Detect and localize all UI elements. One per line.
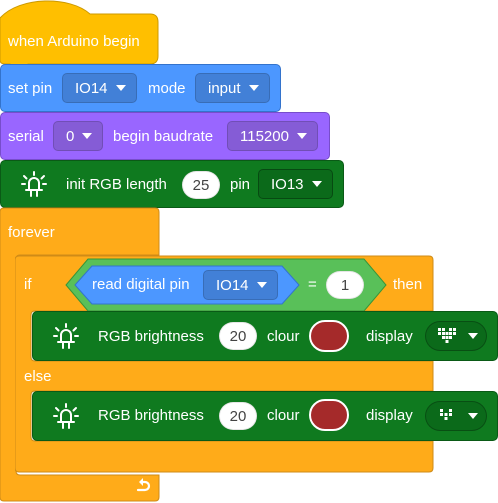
condition-value-input[interactable]: 1: [326, 271, 364, 299]
read-digital-pin-value: IO14: [216, 276, 249, 294]
led-icon: [53, 323, 79, 349]
rgb-then-brightness-input[interactable]: 20: [219, 322, 257, 350]
read-digital-pin-label: read digital pin: [92, 276, 190, 293]
hat-label: when Arduino begin: [8, 33, 140, 50]
serial-baud-value: 115200: [240, 127, 289, 145]
set-pin-mode-dropdown[interactable]: input: [195, 73, 270, 103]
rgb-else-display-label: display: [366, 407, 413, 424]
rgb-else-brightness-input[interactable]: 20: [219, 402, 257, 430]
chevron-down-icon: [311, 181, 322, 187]
led-icon: [21, 171, 47, 197]
rgb-else-label: RGB brightness: [98, 407, 204, 424]
else-label: else: [24, 368, 52, 385]
rgb-then-colour-label: clour: [267, 328, 300, 345]
chevron-down-icon: [115, 85, 126, 91]
set-pin-mode-value: input: [208, 79, 241, 97]
serial-baud-label: begin baudrate: [113, 128, 214, 145]
chevron-down-icon: [468, 413, 478, 419]
loop-arrow-icon: [136, 478, 151, 492]
serial-label: serial: [8, 128, 44, 145]
set-pin-pin-dropdown[interactable]: IO14: [62, 73, 137, 103]
read-digital-pin-dropdown[interactable]: IO14: [203, 270, 278, 300]
when-arduino-begin-hat-shape[interactable]: [0, 0, 160, 68]
rgb-then-pattern-dropdown[interactable]: [425, 321, 487, 351]
forever-label: forever: [8, 224, 55, 241]
set-pin-pin-value: IO14: [75, 79, 108, 97]
small-heart-pattern-icon: [440, 409, 452, 420]
rgb-then-display-label: display: [366, 328, 413, 345]
rgb-brightness-block-then[interactable]: [32, 311, 498, 361]
rgb-then-colour-swatch[interactable]: [309, 320, 349, 352]
forever-block[interactable]: [0, 207, 162, 503]
chevron-down-icon: [248, 85, 259, 91]
led-icon: [53, 403, 79, 429]
serial-baud-dropdown[interactable]: 115200: [227, 121, 318, 151]
rgb-else-colour-swatch[interactable]: [309, 399, 349, 431]
serial-port-value: 0: [66, 127, 75, 145]
init-rgb-length-input[interactable]: 25: [182, 171, 220, 199]
then-label: then: [393, 276, 423, 293]
serial-port-dropdown[interactable]: 0: [53, 121, 104, 151]
chevron-down-icon: [256, 282, 267, 288]
init-rgb-pin-label: pin: [230, 176, 251, 193]
init-rgb-pin-value: IO13: [271, 175, 304, 193]
rgb-else-pattern-dropdown[interactable]: [425, 401, 487, 431]
chevron-down-icon: [468, 333, 478, 339]
equals-sign: =: [308, 276, 317, 293]
set-pin-label: set pin: [8, 80, 53, 97]
rgb-else-colour-label: clour: [267, 407, 300, 424]
chevron-down-icon: [82, 133, 93, 139]
chevron-down-icon: [296, 133, 307, 139]
if-label: if: [24, 276, 32, 293]
init-rgb-label: init RGB length: [66, 176, 167, 193]
set-pin-mode-label: mode: [148, 80, 186, 97]
init-rgb-pin-dropdown[interactable]: IO13: [258, 169, 333, 199]
rgb-then-label: RGB brightness: [98, 328, 204, 345]
heart-pattern-icon: [438, 328, 456, 343]
